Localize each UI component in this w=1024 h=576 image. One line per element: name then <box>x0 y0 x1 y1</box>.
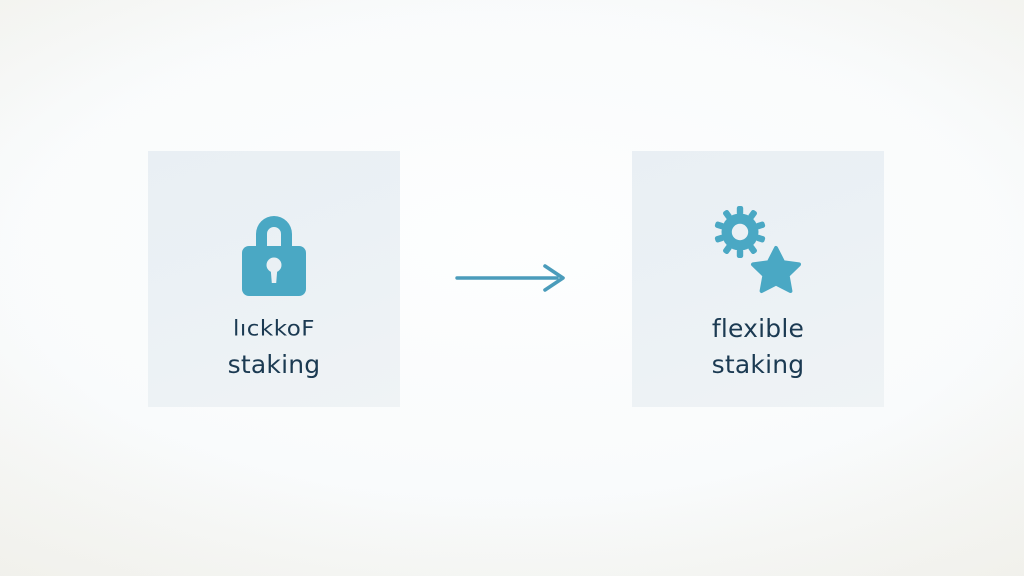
right-arrow-icon <box>455 264 565 292</box>
card-flexible-label: flexible staking <box>712 311 805 383</box>
star-icon <box>751 246 801 293</box>
gear-star-icon-slot <box>632 193 884 311</box>
padlock-icon-slot <box>148 193 400 311</box>
card-flexible-label-line2: staking <box>711 350 805 379</box>
gear-icon <box>714 206 766 258</box>
card-locked-label-line1: lıckkoF <box>232 316 316 342</box>
padlock-icon <box>242 216 306 296</box>
card-flexible-staking[interactable]: flexible staking <box>632 151 884 407</box>
card-locked-staking[interactable]: lıckkoF staking <box>148 151 400 407</box>
card-locked-label-line2: staking <box>227 350 321 379</box>
card-locked-label: lıckkoF staking <box>228 311 321 383</box>
gear-star-icon <box>714 206 801 293</box>
card-flexible-label-line1: flexible <box>711 314 805 343</box>
